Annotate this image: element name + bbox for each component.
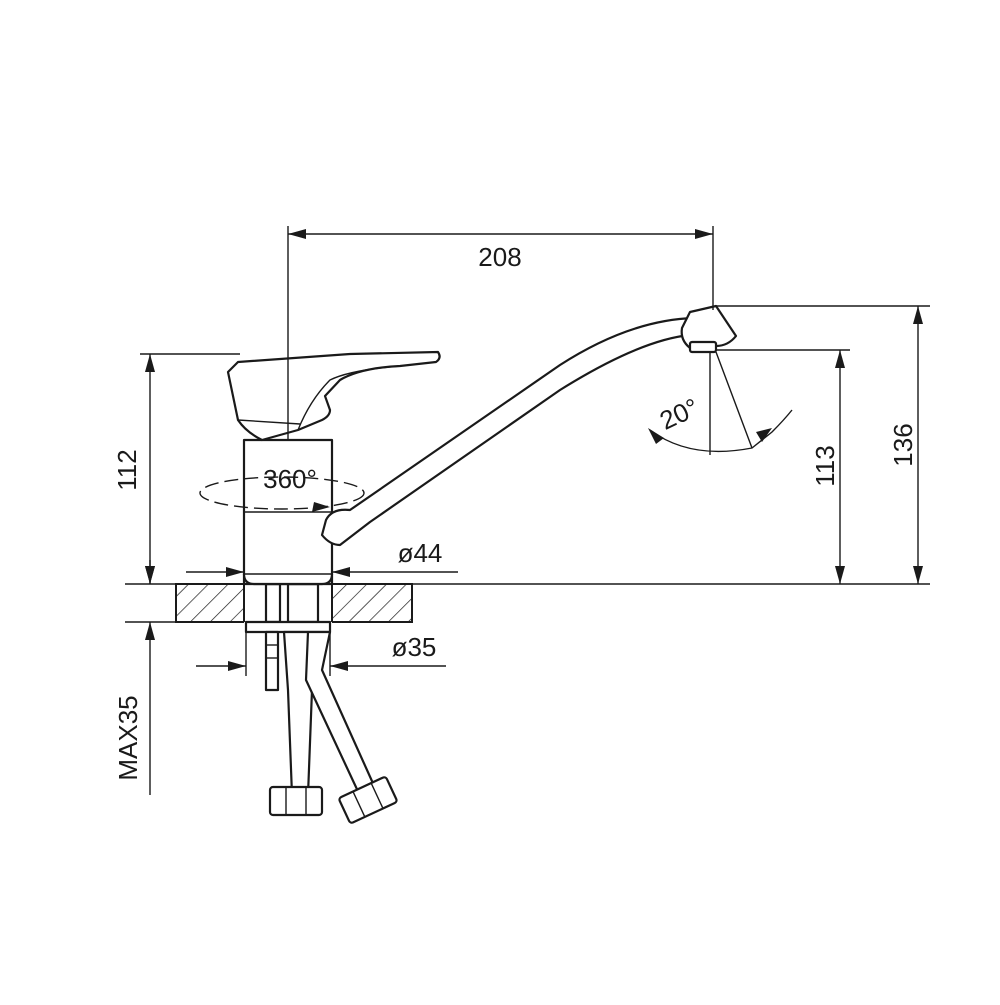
dim-total-height: 136 [716, 305, 930, 584]
faucet-body [242, 438, 334, 586]
lever-handle [226, 350, 441, 442]
spout-reach-label: 208 [478, 242, 521, 272]
hose-nut-left [268, 785, 324, 817]
spout-height-label: 113 [810, 445, 840, 486]
max-counter-thickness-label: MAX35 [113, 695, 143, 780]
base-diameter-label: ø44 [398, 538, 443, 568]
dim-swivel: 360° [199, 464, 365, 512]
mounting-shank [244, 582, 332, 692]
dim-max-counter-thickness: MAX35 [113, 560, 176, 795]
dim-tilt: 20° [648, 351, 793, 455]
swivel-angle-label: 360° [263, 464, 317, 494]
dim-base-diameter: ø44 [186, 538, 458, 577]
dim-spout-height: 113 [716, 349, 850, 584]
tilt-angle-label: 20° [655, 392, 703, 436]
shank-diameter-label: ø35 [392, 632, 437, 662]
hose-nut-right [338, 776, 398, 824]
dim-spout-reach: 208 [287, 226, 714, 440]
total-height-label: 136 [888, 423, 918, 466]
dim-body-height: 112 [112, 353, 930, 585]
spout [320, 304, 738, 547]
body-height-label: 112 [112, 449, 142, 490]
flexible-hoses [268, 630, 398, 824]
dim-shank-diameter: ø35 [196, 632, 446, 676]
